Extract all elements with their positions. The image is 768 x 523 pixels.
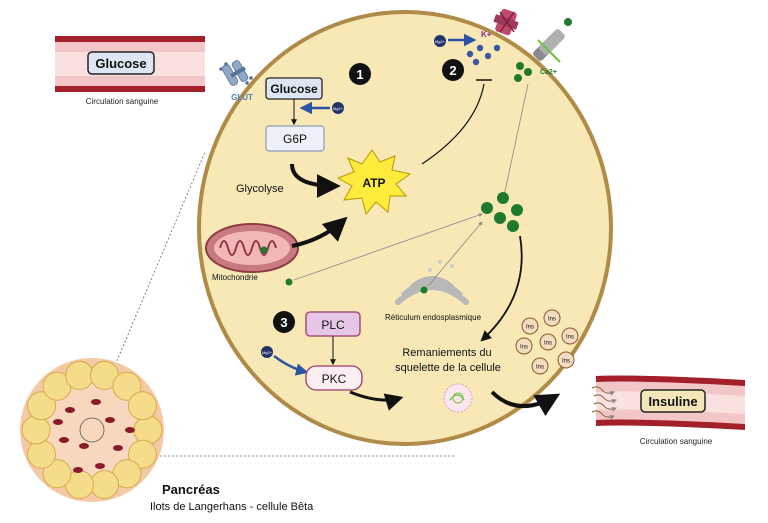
insulin-granule-label: Ins (544, 341, 552, 347)
atp-label: ATP (362, 176, 385, 190)
er-calcium-arrow (427, 221, 483, 287)
calcium-ions-entry (514, 62, 532, 82)
blood-vessel-right: Insuline Circulation sanguine (596, 375, 745, 446)
insulin-granule-label: Ins (548, 317, 556, 323)
insulin-granule: Ins (543, 309, 561, 327)
insulin-granule-label: Ins (520, 345, 528, 351)
pancreas-title: Pancréas (162, 482, 220, 497)
mitochondria-to-atp-arrow (291, 216, 348, 248)
svg-text:Mg2+: Mg2+ (262, 350, 273, 355)
pancreas-islet-icon (20, 358, 164, 502)
insulin-granule: Ins (557, 351, 575, 369)
glycolysis-arrow (290, 163, 341, 198)
atp-burst-icon: ATP (336, 149, 412, 216)
insulin-granule: Ins (531, 357, 549, 375)
pancreas-capillary (113, 445, 123, 451)
atp-to-k-channel-line (421, 83, 485, 165)
pancreas-capillary (125, 427, 135, 433)
pancreas-capillary (95, 463, 105, 469)
glucose-vessel-box (87, 51, 155, 75)
pancreas-capillary (105, 417, 115, 423)
insulin-granule-label: Ins (536, 365, 544, 371)
pancreas-capillary (53, 419, 63, 425)
pancreas-lobule (133, 415, 163, 445)
pancreas-lobule (65, 360, 94, 390)
exocytosis-arrow (490, 390, 561, 417)
insulin-vessel-label: Insuline (648, 394, 697, 409)
cytoskeleton-icon (443, 383, 473, 413)
pkc-label: PKC (322, 372, 347, 386)
svg-text:Mg2+: Mg2+ (435, 39, 446, 44)
insulin-vessel-box (640, 389, 706, 413)
svg-text:1: 1 (356, 67, 363, 82)
blood-circulation-caption-right: Circulation sanguine (640, 437, 713, 446)
beta-cell (197, 10, 613, 446)
calcium-cluster (481, 192, 523, 232)
plc-label: PLC (321, 318, 345, 332)
cytoskeleton-label-line-2: squelette de la cellule (395, 362, 501, 374)
pancreas-lobule (128, 439, 157, 469)
insulin-release-arrows (591, 386, 617, 420)
mitochondria-label: Mitochondrie (212, 273, 258, 282)
mg-icon-glucokinase: Mg2+ (332, 102, 344, 114)
step-2-badge: 2 (442, 59, 464, 81)
blood-circulation-caption-left: Circulation sanguine (86, 97, 159, 106)
calcium-influx-arrow (502, 83, 529, 197)
pancreas-lobule (42, 459, 72, 489)
pancreas-lobule (27, 439, 56, 469)
glut-label: GLUT (231, 93, 253, 102)
pancreas-lobule (27, 391, 56, 421)
insulin-granule: Ins (561, 327, 579, 345)
glucose-vessel-label: Glucose (95, 56, 146, 71)
pancreas-lobule (90, 470, 119, 500)
insulin-granule-label: Ins (526, 325, 534, 331)
svg-text:3: 3 (280, 315, 287, 330)
mg-icon-k-channel: Mg2+ (434, 35, 446, 47)
svg-text:2: 2 (449, 63, 456, 78)
insulin-granule: Ins (515, 337, 533, 355)
potassium-ions (466, 44, 501, 66)
mitochondria-icon (205, 223, 299, 273)
pancreas-capillary (65, 407, 75, 413)
g6p-box (265, 125, 325, 152)
mg-to-pkc-arrow (273, 354, 309, 376)
step-1-badge: 1 (349, 63, 371, 85)
potassium-channel-icon (493, 8, 519, 36)
glucose-label: Glucose (270, 82, 318, 96)
calcium-channel-icon (533, 18, 572, 63)
svg-text:Mg2+: Mg2+ (333, 106, 344, 111)
potassium-label: K+ (481, 30, 492, 39)
pkc-box (305, 365, 363, 391)
insulin-granule: Ins (521, 317, 539, 335)
er-label: Réticulum endosplasmique (385, 313, 482, 322)
pancreas-capillary (73, 467, 83, 473)
pancreas-capillary (79, 443, 89, 449)
pancreas-lobule (128, 391, 157, 421)
mito-calcium-ion (285, 278, 293, 286)
pkc-to-cytoskeleton-arrow (349, 390, 404, 411)
pancreas-lobule (21, 415, 51, 445)
pancreas-capillary (91, 399, 101, 405)
blood-vessel-left: Glucose Circulation sanguine (55, 36, 205, 106)
pancreas-subtitle: Ilots de Langerhans - cellule Bêta (150, 501, 314, 513)
calcium-to-cytoskeleton-arrow (480, 235, 523, 342)
mito-calcium-arrow (293, 213, 483, 281)
calcium-channel-label: Ca2+ (540, 69, 557, 76)
mg-icon-pkc: Mg2+ (261, 346, 273, 358)
pancreas-lobule (112, 371, 142, 401)
insulin-granule: Ins (539, 333, 557, 351)
insulin-granule-label: Ins (566, 335, 574, 341)
endoplasmic-reticulum-icon (395, 260, 469, 305)
pancreas-capillary (59, 437, 69, 443)
step-3-badge: 3 (273, 311, 295, 333)
er-calcium-ion (420, 286, 428, 294)
cytoskeleton-label-line-1: Remaniements du (402, 347, 491, 359)
g6p-label: G6P (283, 132, 307, 146)
insulin-granule-label: Ins (562, 359, 570, 365)
glycolysis-label: Glycolyse (236, 183, 284, 195)
glut-transporter-icon: GLUT (219, 60, 253, 102)
